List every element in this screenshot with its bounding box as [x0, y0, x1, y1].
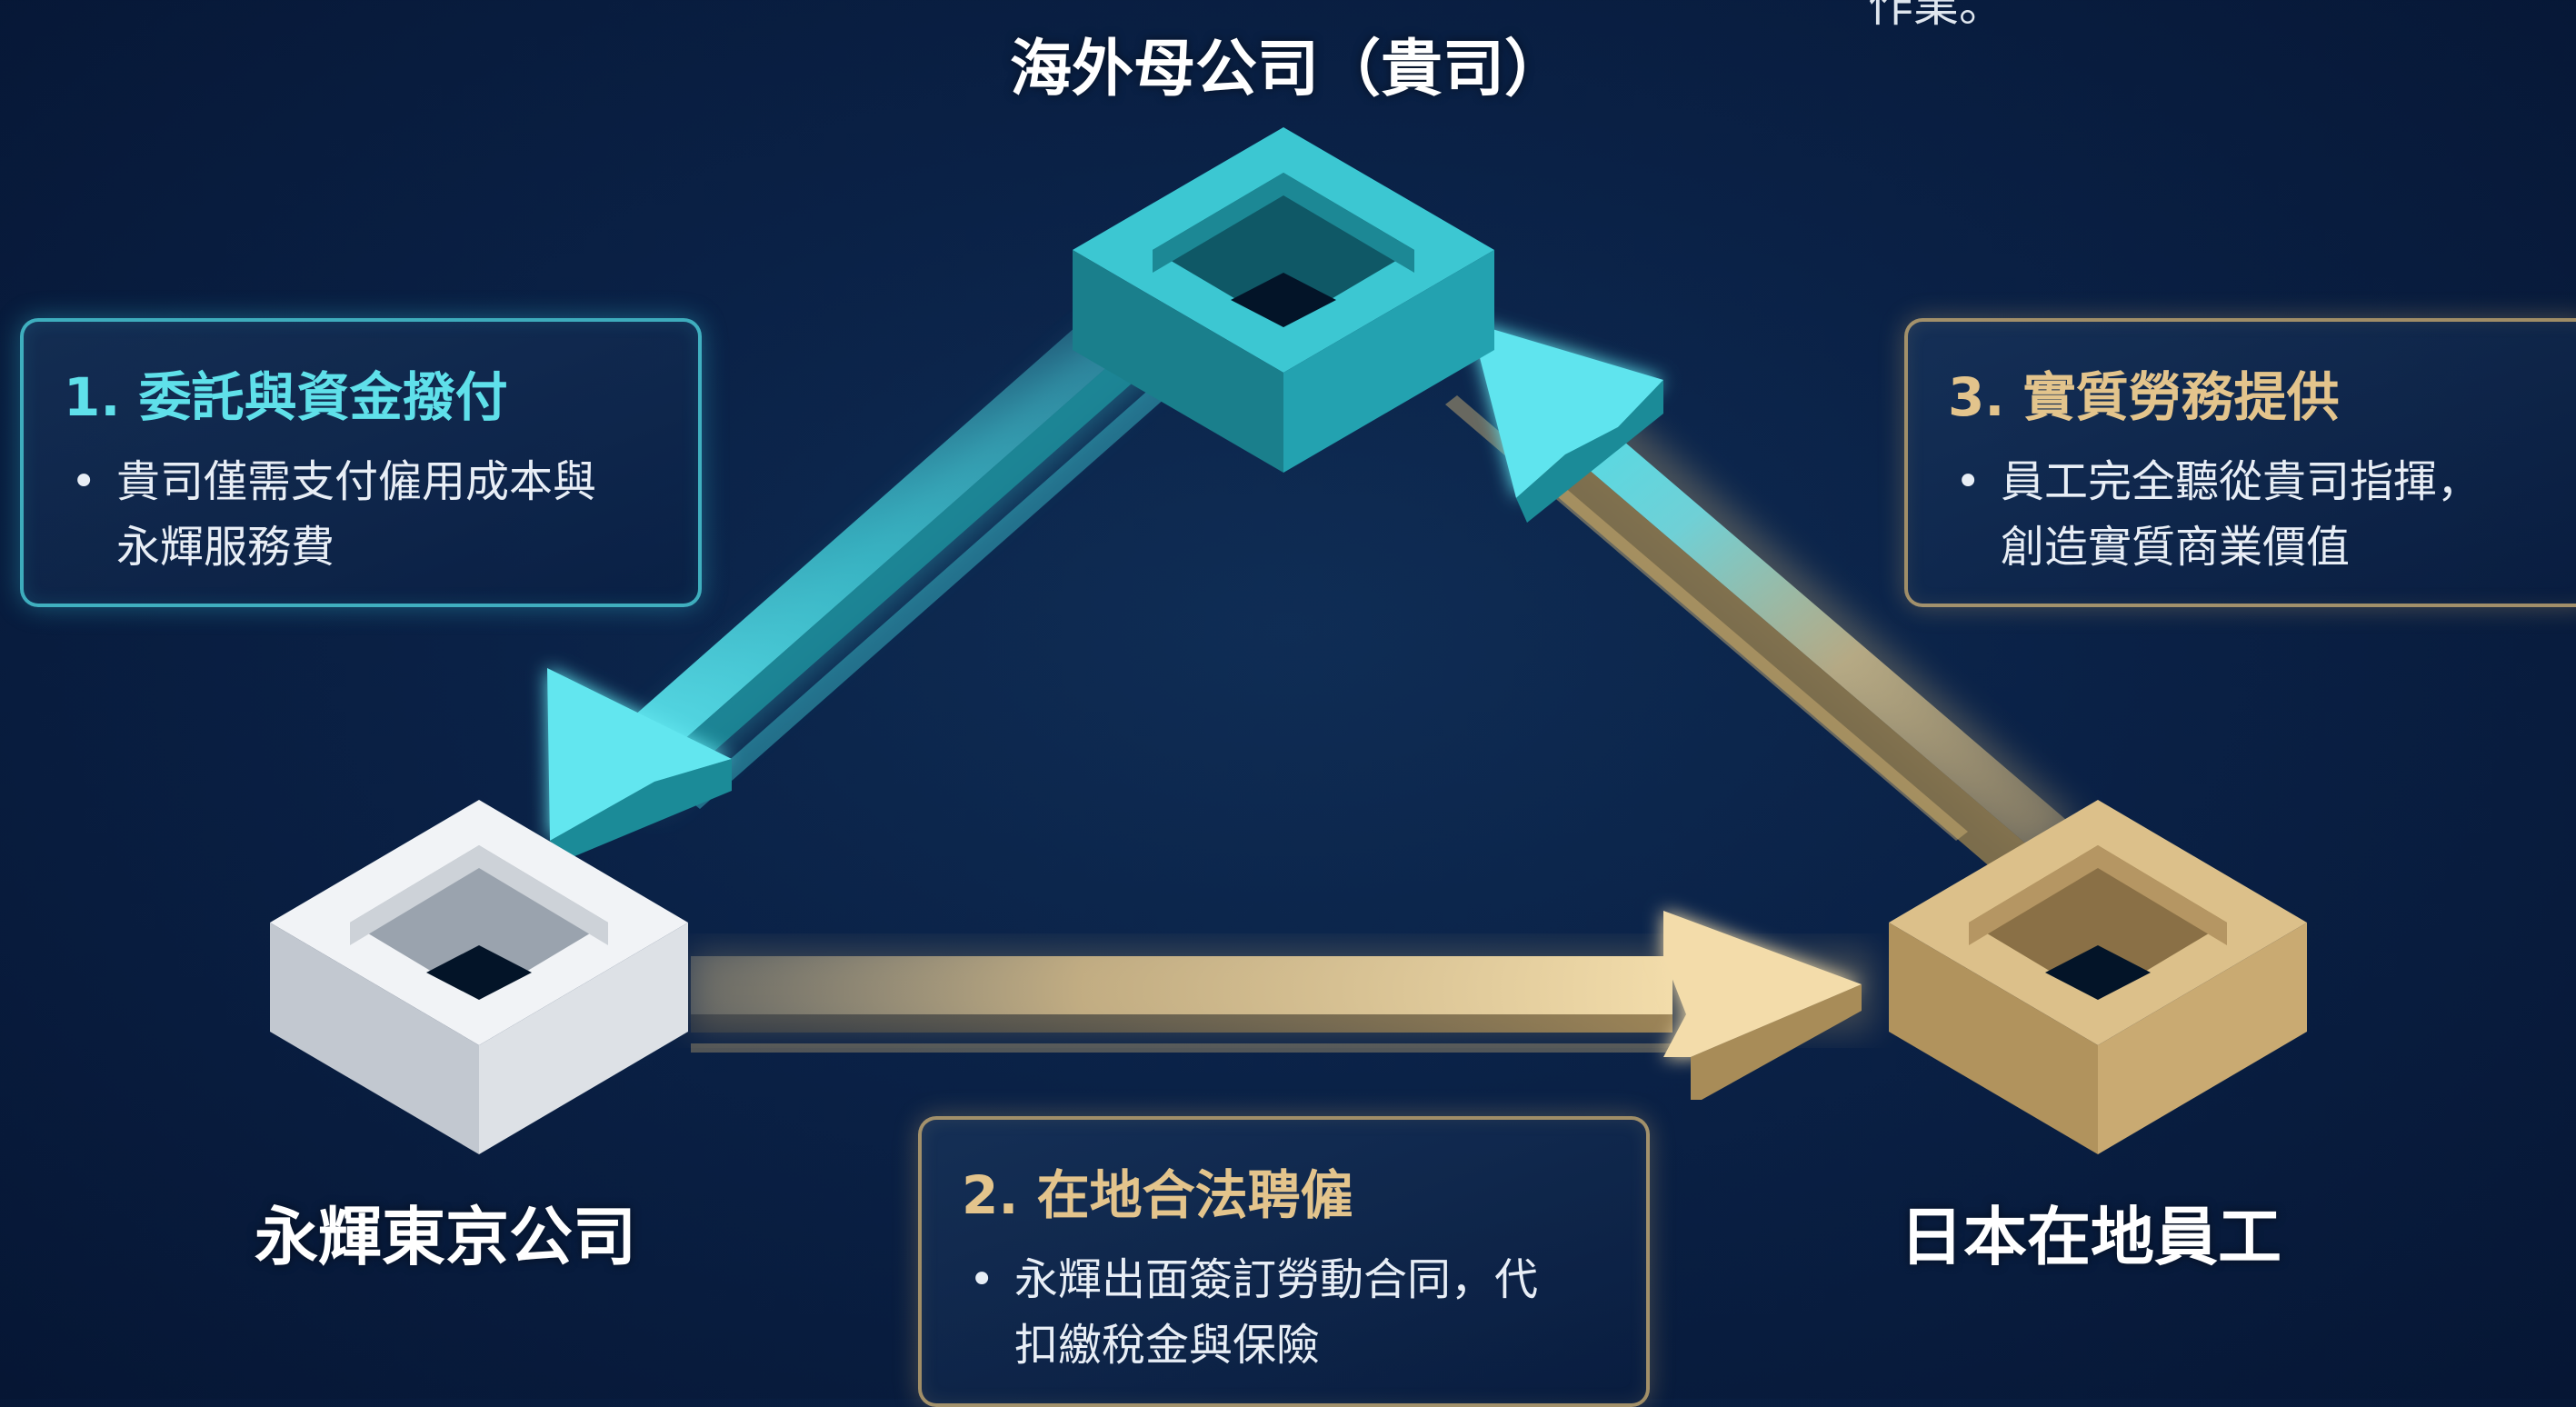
- arrow-left-to-right: [691, 911, 1872, 1100]
- step-card-text: 員工完全聽從貴司指揮， 創造實質商業價值: [2001, 456, 2481, 573]
- gold-square-ring-icon: [1889, 800, 2307, 1154]
- corner-text: 作業。: [1868, 0, 2004, 32]
- white-square-ring-icon: [270, 800, 688, 1154]
- bullet-icon: •: [969, 1254, 995, 1305]
- node-label-tokyo-company: 永輝東京公司: [255, 1200, 636, 1274]
- bullet-icon: •: [71, 456, 97, 507]
- step-card-text: 永輝出面簽訂勞動合同，代 扣繳稅金與保險: [1014, 1254, 1539, 1371]
- step-card-title: 3. 實質勞務提供: [1948, 366, 2340, 428]
- step-card-title: 1. 委託與資金撥付: [64, 366, 508, 428]
- step-card-title: 2. 在地合法聘僱: [962, 1164, 1353, 1226]
- node-label-local-employee: 日本在地員工: [1900, 1200, 2281, 1274]
- step-card-text: 貴司僅需支付僱用成本與 永輝服務費: [116, 456, 597, 573]
- bullet-icon: •: [1955, 456, 1982, 507]
- node-label-parent-company: 海外母公司（貴司）: [1009, 34, 1566, 105]
- arrow-top-to-left: [547, 314, 1182, 859]
- step-card-3: 3. 實質勞務提供 • 員工完全聽從貴司指揮， 創造實質商業價值: [1904, 318, 2576, 607]
- cyan-square-ring-icon: [1073, 127, 1494, 473]
- step-card-2: 2. 在地合法聘僱 • 永輝出面簽訂勞動合同，代 扣繳稅金與保險: [918, 1116, 1650, 1407]
- arrow-right-to-top: [1445, 323, 2091, 891]
- step-card-1: 1. 委託與資金撥付 • 貴司僅需支付僱用成本與 永輝服務費: [20, 318, 702, 607]
